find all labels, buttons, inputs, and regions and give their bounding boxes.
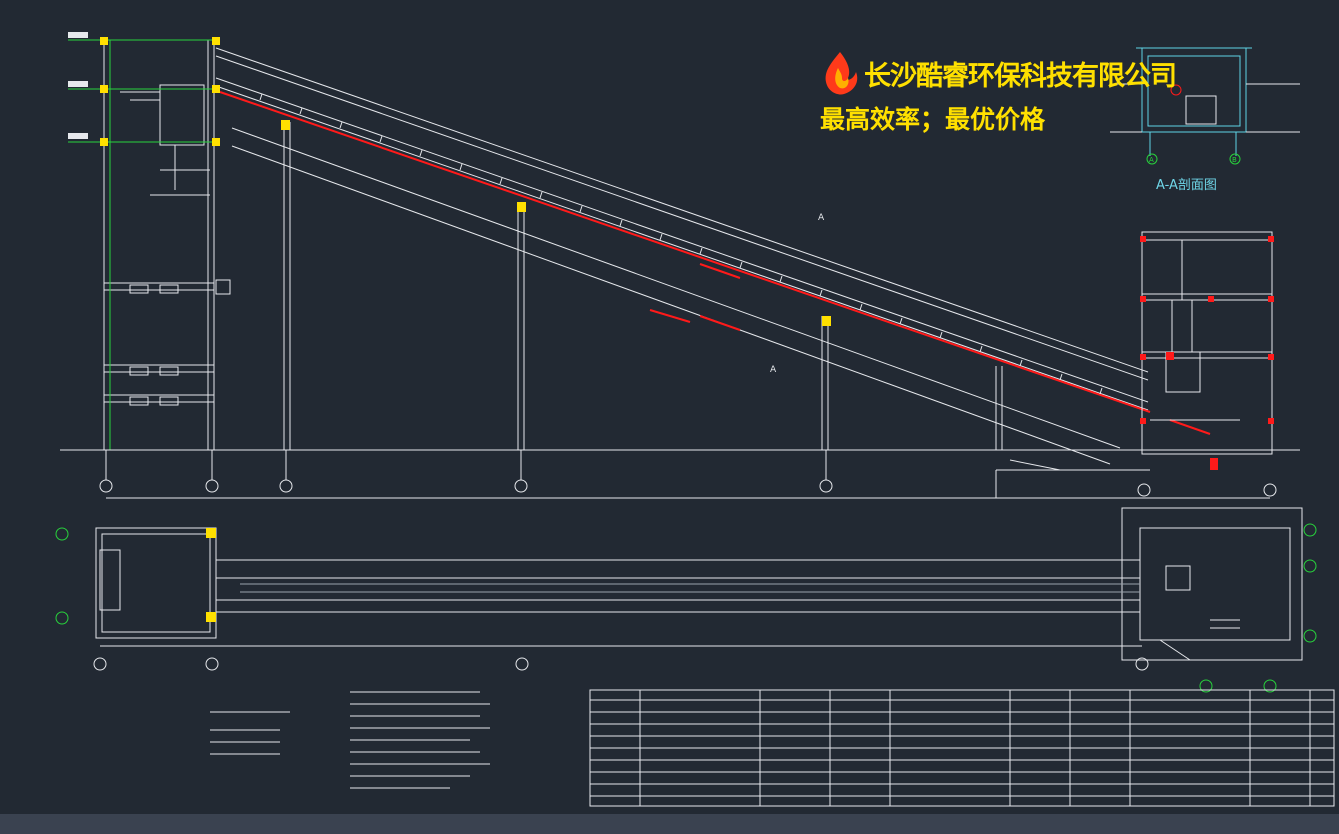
section-aa [1136,47,1252,156]
section-aa-context [1110,83,1300,133]
elevation-tags [68,32,88,139]
section-grid-label-a: A [1149,156,1154,164]
company-slogan: 最高效率；最优价格 [820,105,1046,134]
section-grid-label-b: B [1232,156,1237,164]
status-bar [0,814,1339,834]
section-mark-a-top: A [818,213,825,223]
plan-markers [206,528,216,622]
idler-ticks [259,93,1103,395]
plan-axis-bubbles [55,523,1317,693]
equipment-table [589,689,1335,807]
company-name: 长沙酷睿环保科技有限公司 [864,61,1177,92]
plan-hatch [240,583,1140,593]
left-tower-elevation [103,40,231,450]
belt-line [219,91,1211,435]
plan-bottom-bubbles [93,645,1149,671]
right-building-markers [1140,236,1274,470]
elevation-levels [68,39,218,450]
right-building-elevation [995,231,1273,499]
plan-view [95,507,1303,661]
company-brand: 长沙酷睿环保科技有限公司 最高效率；最优价格 [820,50,1177,140]
conveyor-gallery [215,47,1149,465]
section-view-title: A-A剖面图 [1156,178,1217,193]
support-columns [283,122,1003,450]
section-aa-grid [1146,153,1241,165]
section-mark-a-bottom: A [770,365,777,375]
flame-logo-icon [825,52,858,95]
column-caps [100,37,831,326]
axis-bubbles-elevation [99,450,1277,499]
notes-block [210,691,490,789]
